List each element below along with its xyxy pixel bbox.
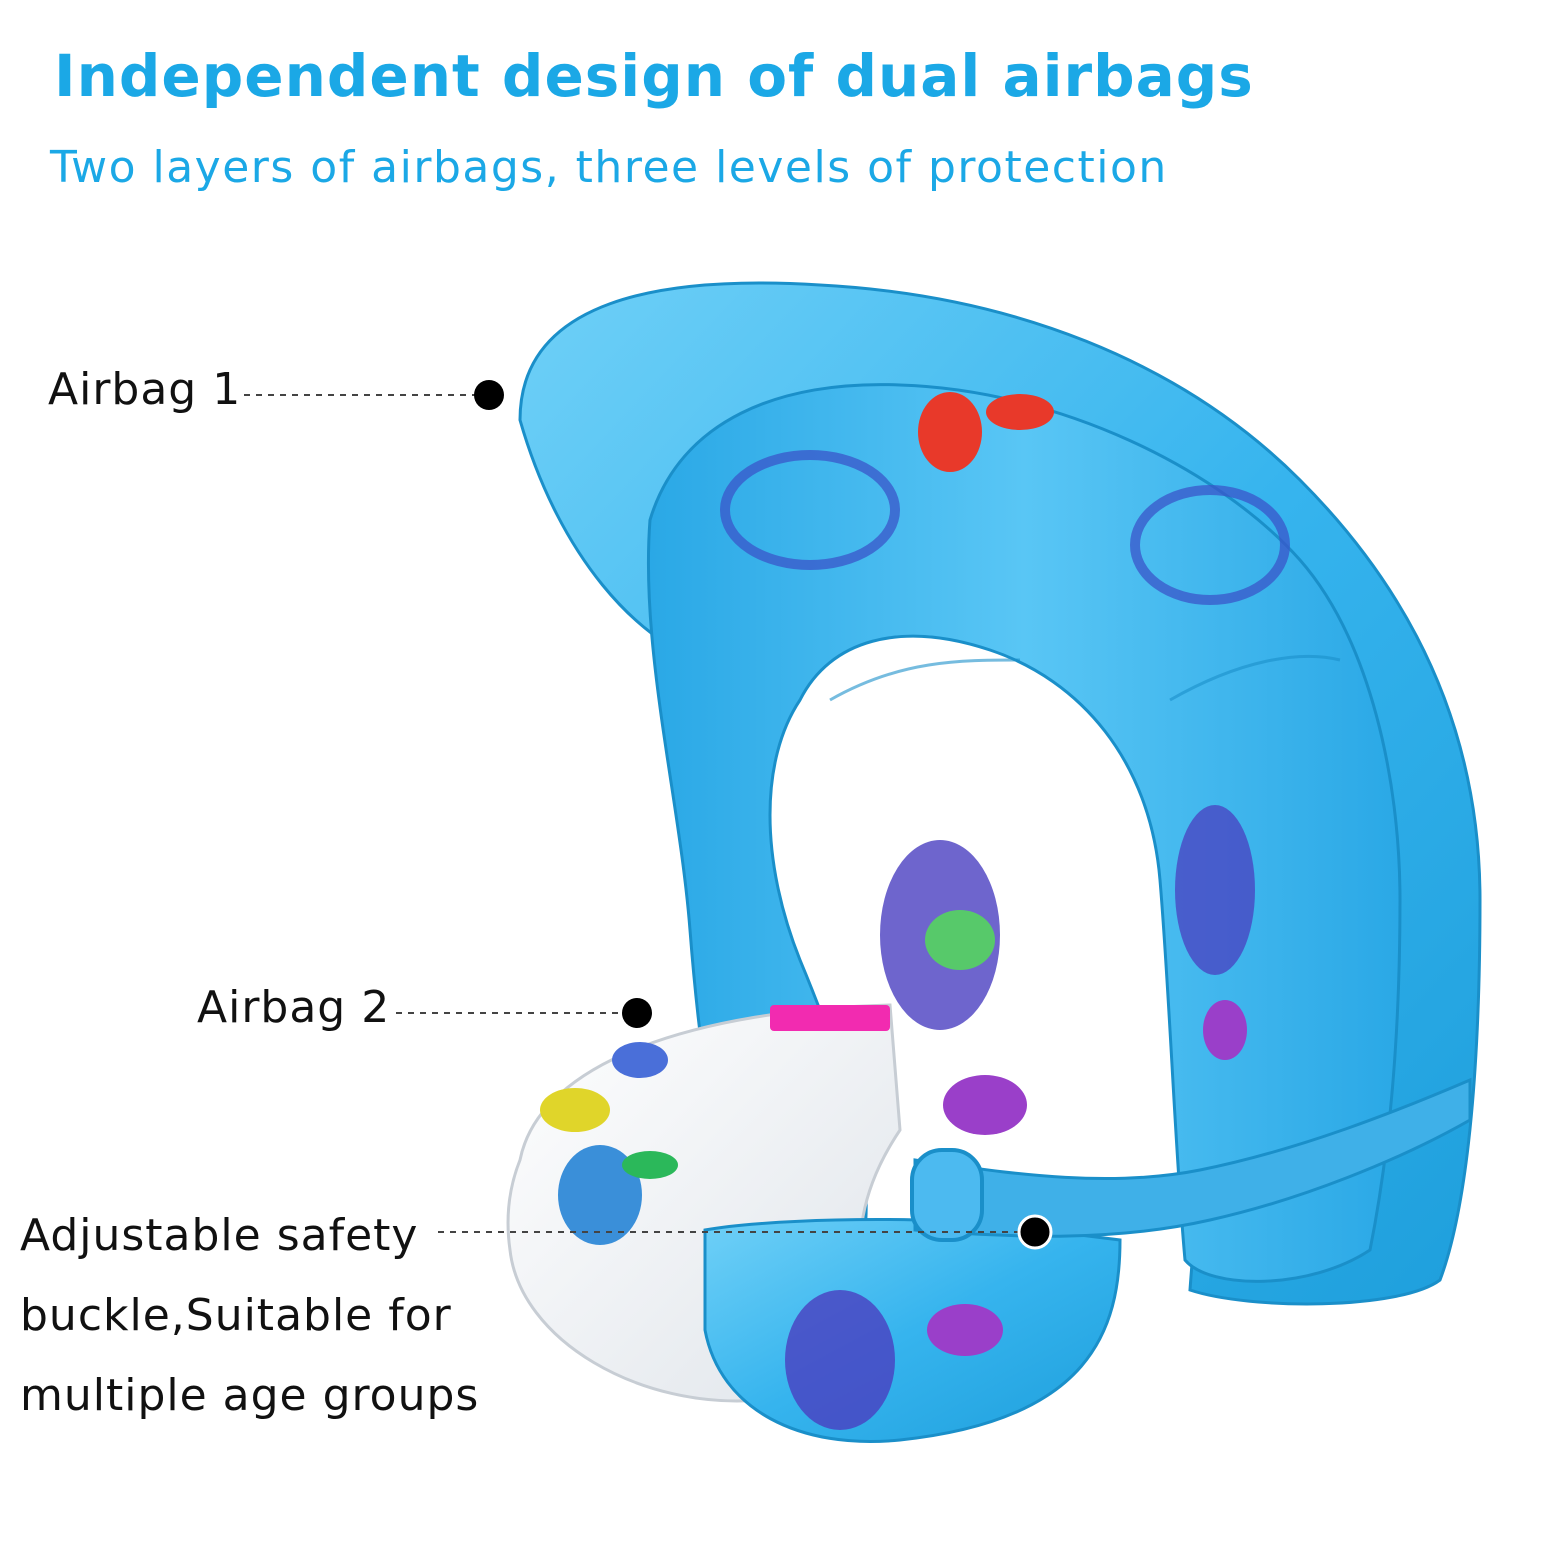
print-apple xyxy=(918,392,982,472)
seam-line xyxy=(1169,654,1341,702)
print-apple xyxy=(986,394,1054,430)
print-creature xyxy=(1175,805,1255,975)
buckle-clip xyxy=(910,1148,984,1242)
print-fish xyxy=(612,1042,668,1078)
print-dolphin xyxy=(622,1151,678,1179)
print-swirl xyxy=(1130,485,1290,605)
buckle-label-line: Adjustable safety xyxy=(20,1210,419,1261)
seam-line xyxy=(829,658,1021,702)
print-butterfly xyxy=(927,1304,1003,1356)
subheadline: Two layers of airbags, three levels of p… xyxy=(50,142,1168,193)
print-creature-face xyxy=(925,910,995,970)
valve-tag xyxy=(770,1005,890,1031)
print-creature xyxy=(785,1290,895,1430)
print-butterfly xyxy=(943,1075,1027,1135)
buckle-label-line: buckle,Suitable for xyxy=(20,1290,452,1341)
print-swirl xyxy=(720,450,900,570)
buckle-strap xyxy=(913,1077,1472,1238)
buckle-label: Adjustable safety buckle,Suitable for mu… xyxy=(20,1196,479,1436)
print-leaf xyxy=(540,1088,610,1132)
blue-sleeve-shape xyxy=(703,1218,1122,1443)
airbag1-label: Airbag 1 xyxy=(48,364,242,415)
airbag2-label: Airbag 2 xyxy=(197,982,391,1033)
headline: Independent design of dual airbags xyxy=(54,42,1254,110)
print-butterfly xyxy=(1203,1000,1247,1060)
buckle-label-line: multiple age groups xyxy=(20,1370,480,1421)
airbag2-marker-dot xyxy=(622,998,652,1028)
airbag1-marker-dot xyxy=(474,380,504,410)
buckle-marker-dot xyxy=(1017,1214,1053,1250)
print-dolphin xyxy=(558,1145,642,1245)
